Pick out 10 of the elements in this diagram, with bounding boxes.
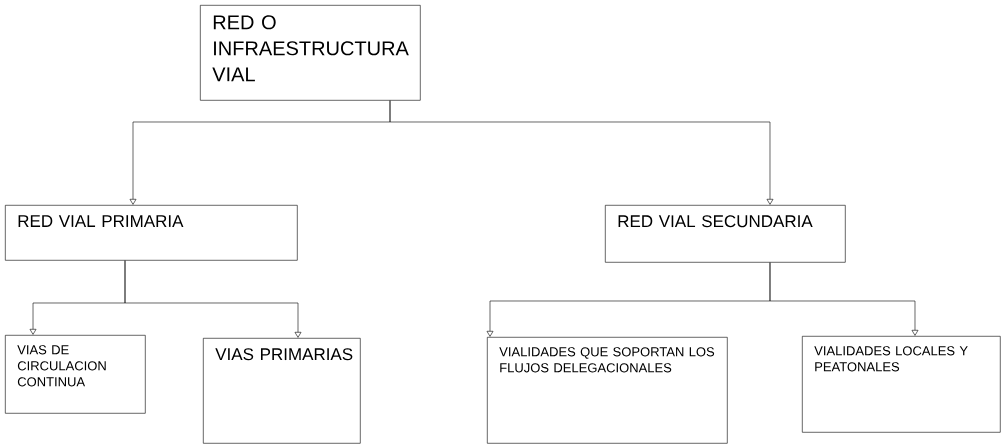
- box: RED VIAL SECUNDARIA: [605, 205, 846, 263]
- arrow: [124, 260, 302, 338]
- box: RED O INFRAESTRUCTURA VIAL: [200, 5, 421, 101]
- box: VIALIDADES LOCALES Y PEATONALES: [802, 336, 1001, 433]
- box: VIAS DE CIRCULACION CONTINUA: [5, 335, 146, 414]
- box: VIAS PRIMARIAS: [203, 338, 361, 444]
- box: VIALIDADES QUE SOPORTAN LOS FLUJOS DELEGACIONALES: [487, 337, 728, 444]
- arrow: [389, 100, 774, 205]
- arrow: [769, 262, 919, 336]
- box: RED VIAL PRIMARIA: [5, 205, 298, 261]
